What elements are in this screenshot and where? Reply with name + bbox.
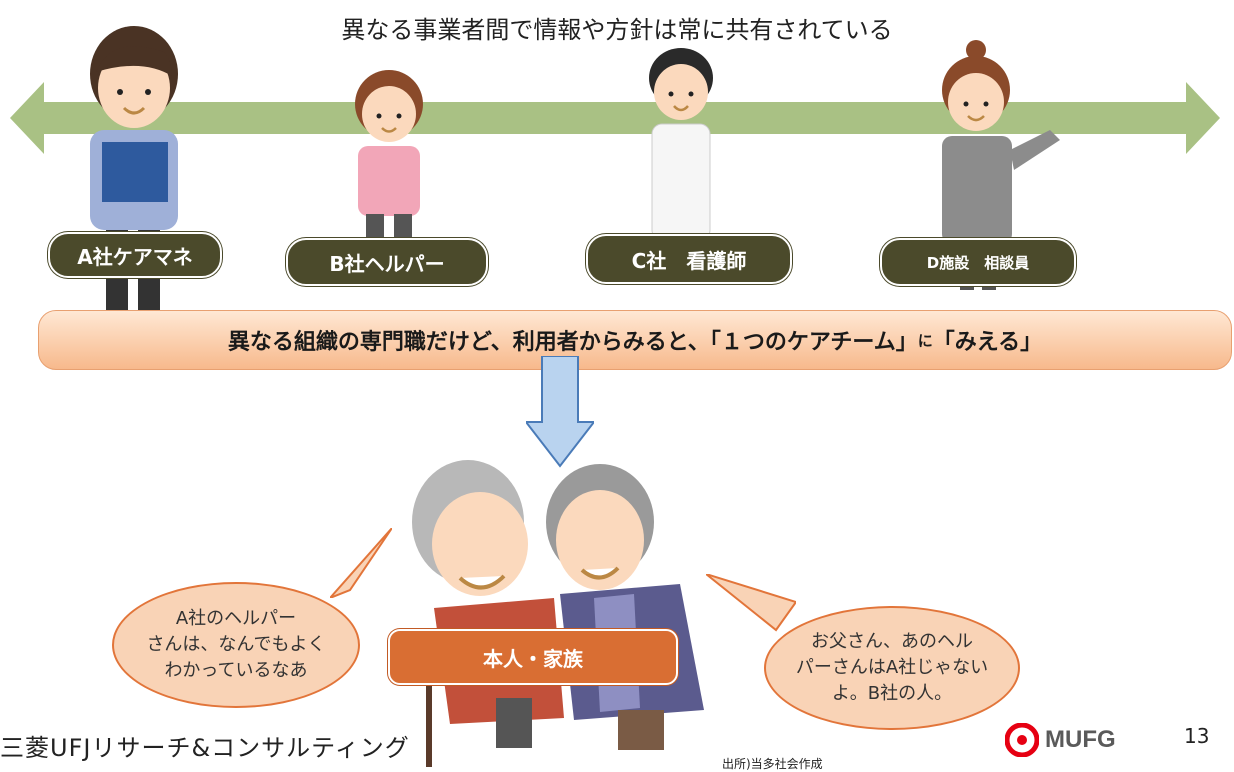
bubble-right-line-1: お父さん、あのヘル: [811, 631, 973, 652]
elderly-couple-figure: [412, 460, 704, 767]
banner-main-text: 異なる組織の専門職だけど、利用者からみると、「１つのケアチーム」: [227, 330, 918, 355]
left-bubble-tail: [330, 528, 392, 598]
mufg-logo: MUFG: [1005, 723, 1116, 757]
speech-bubble-right: お父さん、あのヘル パーさんはA社じゃない よ。B社の人。: [764, 606, 1020, 730]
page-number: 13: [1184, 724, 1210, 748]
person-family-label: 本人・家族: [388, 629, 678, 685]
bubble-right-line-2: パーさんはA社じゃない: [795, 657, 989, 678]
company-name: 三菱UFJリサーチ&コンサルティング: [0, 734, 410, 762]
bubble-left-line-1: A社のヘルパー: [175, 608, 297, 629]
down-arrow: [526, 356, 594, 468]
banner-tail-text: 「みえる」: [932, 330, 1043, 355]
source-note: 出所)当多社会作成: [722, 757, 823, 771]
mufg-logo-text: MUFG: [1045, 726, 1116, 753]
team-banner: 異なる組織の専門職だけど、利用者からみると、「１つのケアチーム」に「みえる」: [38, 310, 1232, 370]
bubble-right-line-3: よ。B社の人。: [831, 683, 953, 704]
role-label-care-manager: A社ケアマネ: [48, 232, 222, 278]
right-bubble-tail: [706, 574, 796, 632]
nurse-figure: [649, 48, 713, 241]
counselor-figure: [942, 40, 1060, 290]
mufg-logo-icon: [1005, 723, 1039, 757]
care-manager-figure: [90, 26, 178, 352]
bubble-left-line-2: さんは、なんでもよく: [146, 634, 326, 655]
bubble-left-line-3: わかっているなあ: [164, 660, 308, 681]
role-label-counselor: D施設 相談員: [880, 238, 1076, 286]
page-title: 異なる事業者間で情報や方針は常に共有されている: [341, 16, 893, 44]
banner-connector: に: [917, 331, 933, 350]
double-arrow-bar: [10, 82, 1220, 154]
speech-bubble-left: A社のヘルパー さんは、なんでもよく わかっているなあ: [112, 582, 360, 708]
role-label-nurse: C社 看護師: [586, 234, 792, 284]
role-label-helper: B社ヘルパー: [286, 238, 488, 286]
